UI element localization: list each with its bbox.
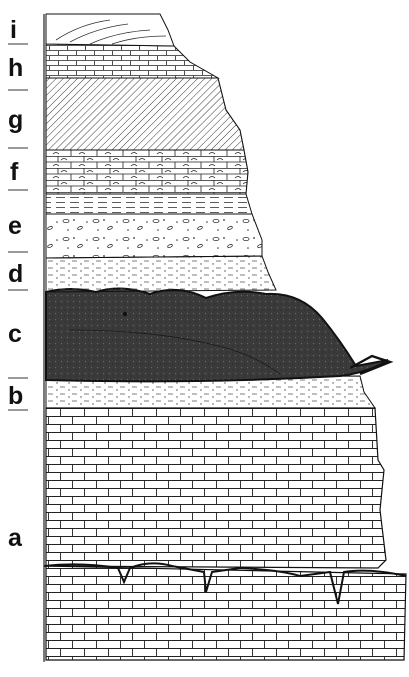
layer-label-f: f xyxy=(10,158,19,186)
lens-dark-spot xyxy=(123,312,127,316)
layer-c-dark-lens xyxy=(46,288,388,381)
layer-h-body xyxy=(46,44,218,78)
layer-label-a: a xyxy=(8,524,23,552)
layer-label-e: e xyxy=(8,212,22,240)
layer-label-b: b xyxy=(8,382,23,410)
layer-label-h: h xyxy=(8,54,23,82)
layer-d-body xyxy=(46,256,276,292)
layer-label-c: c xyxy=(8,320,22,348)
layer-e-conglomerate xyxy=(46,214,262,258)
layer-label-i: i xyxy=(10,16,17,44)
layer-label-g: g xyxy=(8,106,23,134)
layer-a-upper-body xyxy=(46,408,386,568)
layer-e-laminated-shale xyxy=(46,194,252,214)
layer-f-body xyxy=(46,150,248,194)
layer-label-d: d xyxy=(8,260,23,288)
layer-i-body xyxy=(46,14,174,46)
layer-g-body xyxy=(46,78,244,150)
layer-a-lower-body xyxy=(46,566,406,660)
